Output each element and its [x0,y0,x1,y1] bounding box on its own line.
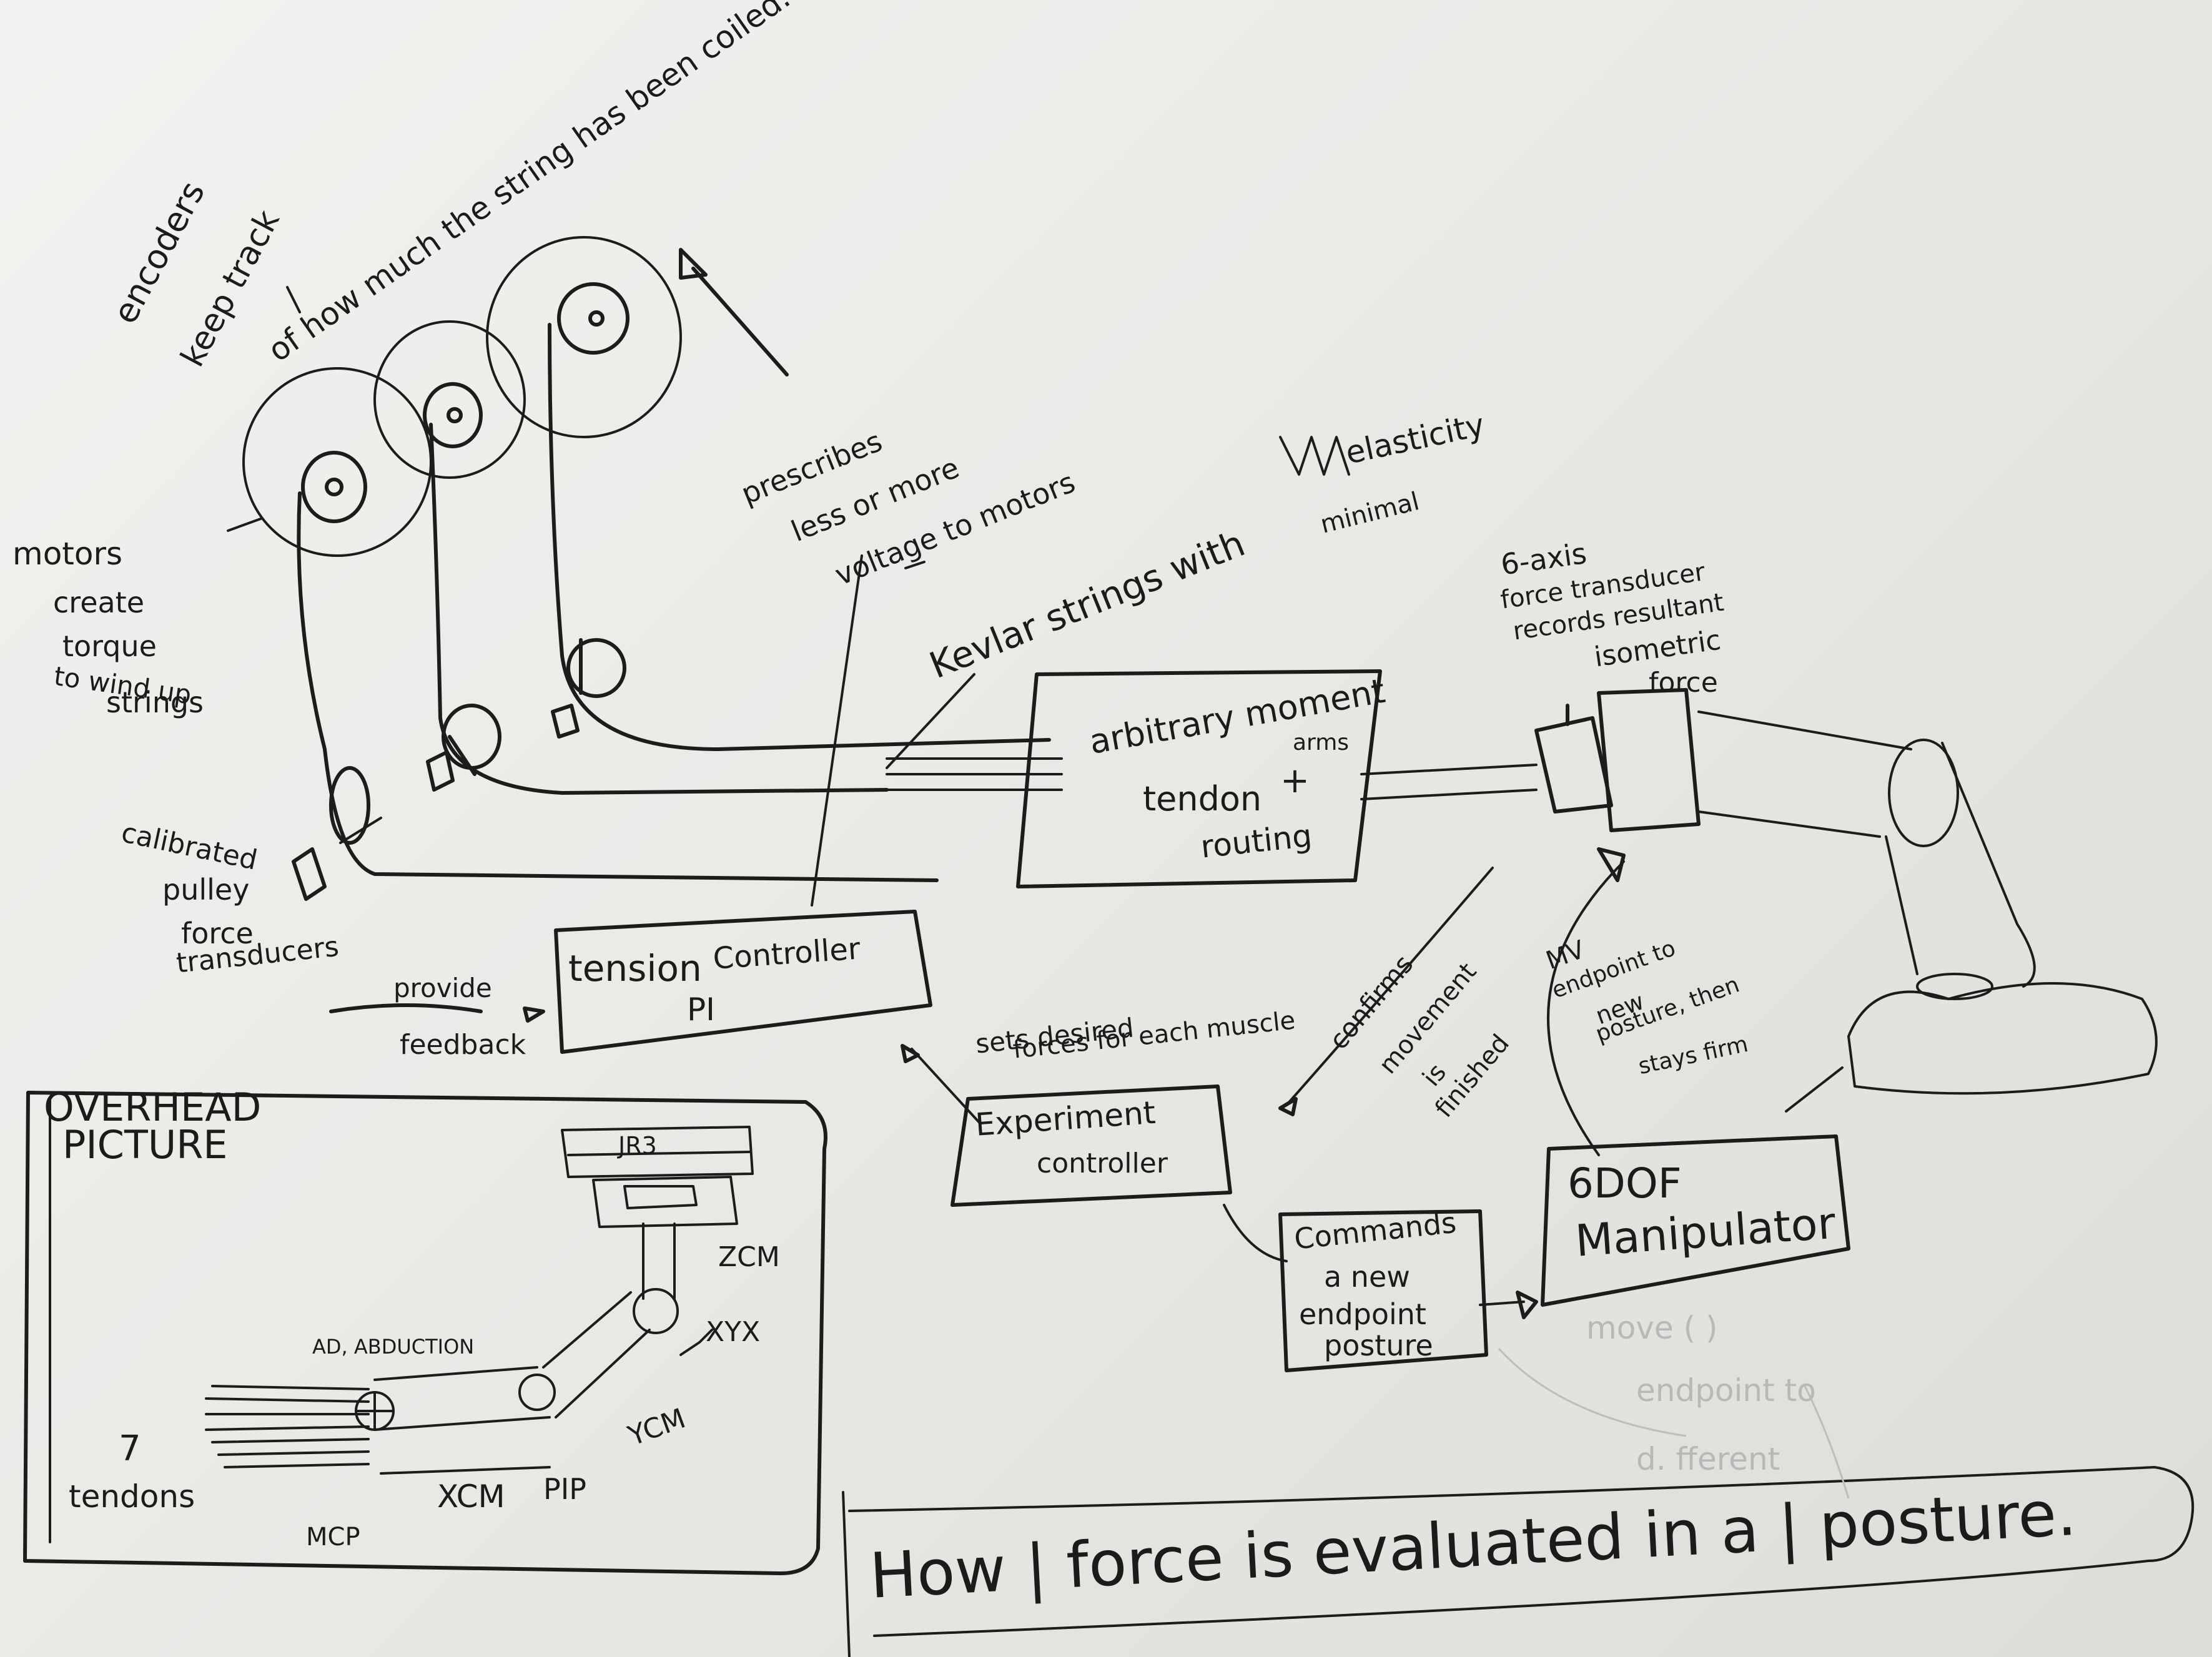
label-adab: AD, ABDUCTION [312,1336,474,1358]
label-tendons: tendons [69,1480,195,1514]
label-jr3: JR3 [618,1133,657,1159]
title-box [843,1492,849,1657]
label-a-new: a new [1324,1261,1410,1293]
label-pi: PI [687,993,715,1027]
robot-arm [1699,712,2156,1111]
label-exp-controller: controller [1037,1149,1168,1179]
label-mcp: MCP [306,1523,360,1551]
ghost-move: move ( ) [1586,1311,1717,1345]
label-xyx: XYX [706,1317,760,1347]
label-endpoint: endpoint [1299,1299,1426,1330]
label-strings: strings [106,687,204,719]
label-create: create [53,587,144,619]
label-tendon: tendon [1143,780,1262,817]
label-picture: PICTURE [62,1124,227,1166]
motor-pulleys [244,237,681,556]
label-posture: posture [1324,1330,1433,1362]
ghost-different: d. fferent [1636,1442,1780,1477]
annotation-arrows [228,250,1624,1317]
label-arms: arms [1293,730,1349,755]
kevlar-strings [294,325,1062,899]
label-tension: tension [568,949,702,989]
label-6dof: 6DOF [1568,1161,1682,1207]
label-pulley: pulley [162,874,249,906]
ghost-endpoint: endpoint to [1636,1374,1816,1408]
label-xcm: XCM [437,1480,505,1514]
label-plus: + [1280,762,1310,800]
label-zcm: ZCM [718,1242,780,1272]
label-motors: motors [12,537,122,571]
label-provide: provide [393,974,492,1003]
force-transducer [1536,690,1699,830]
label-pip: PIP [543,1473,586,1505]
label-force: force [1649,668,1718,698]
label-feedback: feedback [400,1030,526,1060]
label-torque: torque [62,631,157,662]
label-seven: 7 [119,1430,141,1468]
